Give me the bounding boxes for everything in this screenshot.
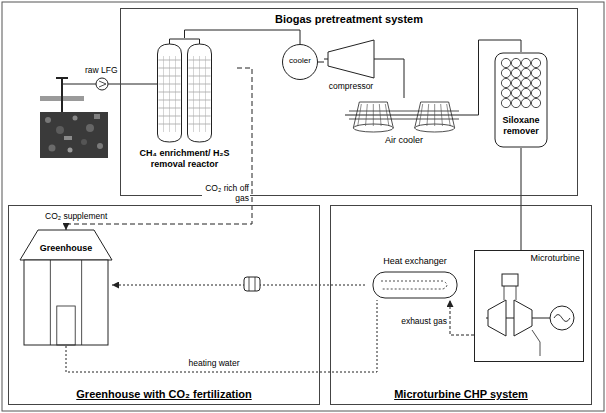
flow-line (185, 30, 301, 44)
flow-line (112, 285, 365, 286)
reactor-column: CH₄ enrichment/ H₂S removal reactor (132, 38, 237, 184)
microturbine-box: Microturbine (474, 250, 584, 362)
greenhouse-building: Greenhouse (20, 230, 112, 346)
node-label: Greenhouse (26, 243, 106, 254)
node-label: Air cooler (345, 135, 463, 146)
stream-label: raw LFG (84, 65, 126, 75)
air-cooler: Air cooler (345, 98, 463, 150)
node-label: Heat exchanger (365, 256, 465, 267)
node-label: CH₄ enrichment/ H₂S removal reactor (139, 148, 230, 170)
node-label: Siloxane remover (497, 115, 545, 137)
system-panel: Microturbine CHP system Heat exchanger Mic… (330, 205, 592, 405)
system-panel: Biogas pretreatment systemCH₄ enrichment… (120, 8, 578, 196)
flow-label: CO₂ rich off gas (202, 183, 250, 203)
compressor-symbol: compressor (324, 40, 378, 94)
cooler-circle: cooler (282, 44, 318, 80)
flow-line (318, 62, 324, 63)
panel-title: Biogas pretreatment system (121, 13, 577, 26)
node-label: cooler (282, 56, 318, 66)
node-label: Microturbine (504, 253, 580, 264)
stream-label: CO₂ supplement (44, 211, 130, 221)
turbine-outline (474, 250, 584, 362)
panel-title: Greenhouse with CO₂ fertilization (9, 388, 319, 401)
heat-exchanger: Heat exchanger (365, 256, 465, 300)
siloxane-vessel: Siloxane remover (494, 52, 548, 148)
landfill-photo (40, 112, 108, 158)
flow-label: heating water (176, 358, 252, 368)
flow-line (521, 148, 522, 250)
flow-line (378, 59, 404, 98)
flow-label: exhaust gas (398, 316, 448, 326)
node-label: compressor (324, 81, 378, 91)
panel-title: Microturbine CHP system (331, 388, 591, 401)
system-panel: Greenhouse with CO₂ fertilization Greenho… (8, 205, 320, 405)
landfill-well (40, 78, 157, 112)
flow-line (450, 300, 474, 335)
mixer-symbol (244, 277, 260, 291)
